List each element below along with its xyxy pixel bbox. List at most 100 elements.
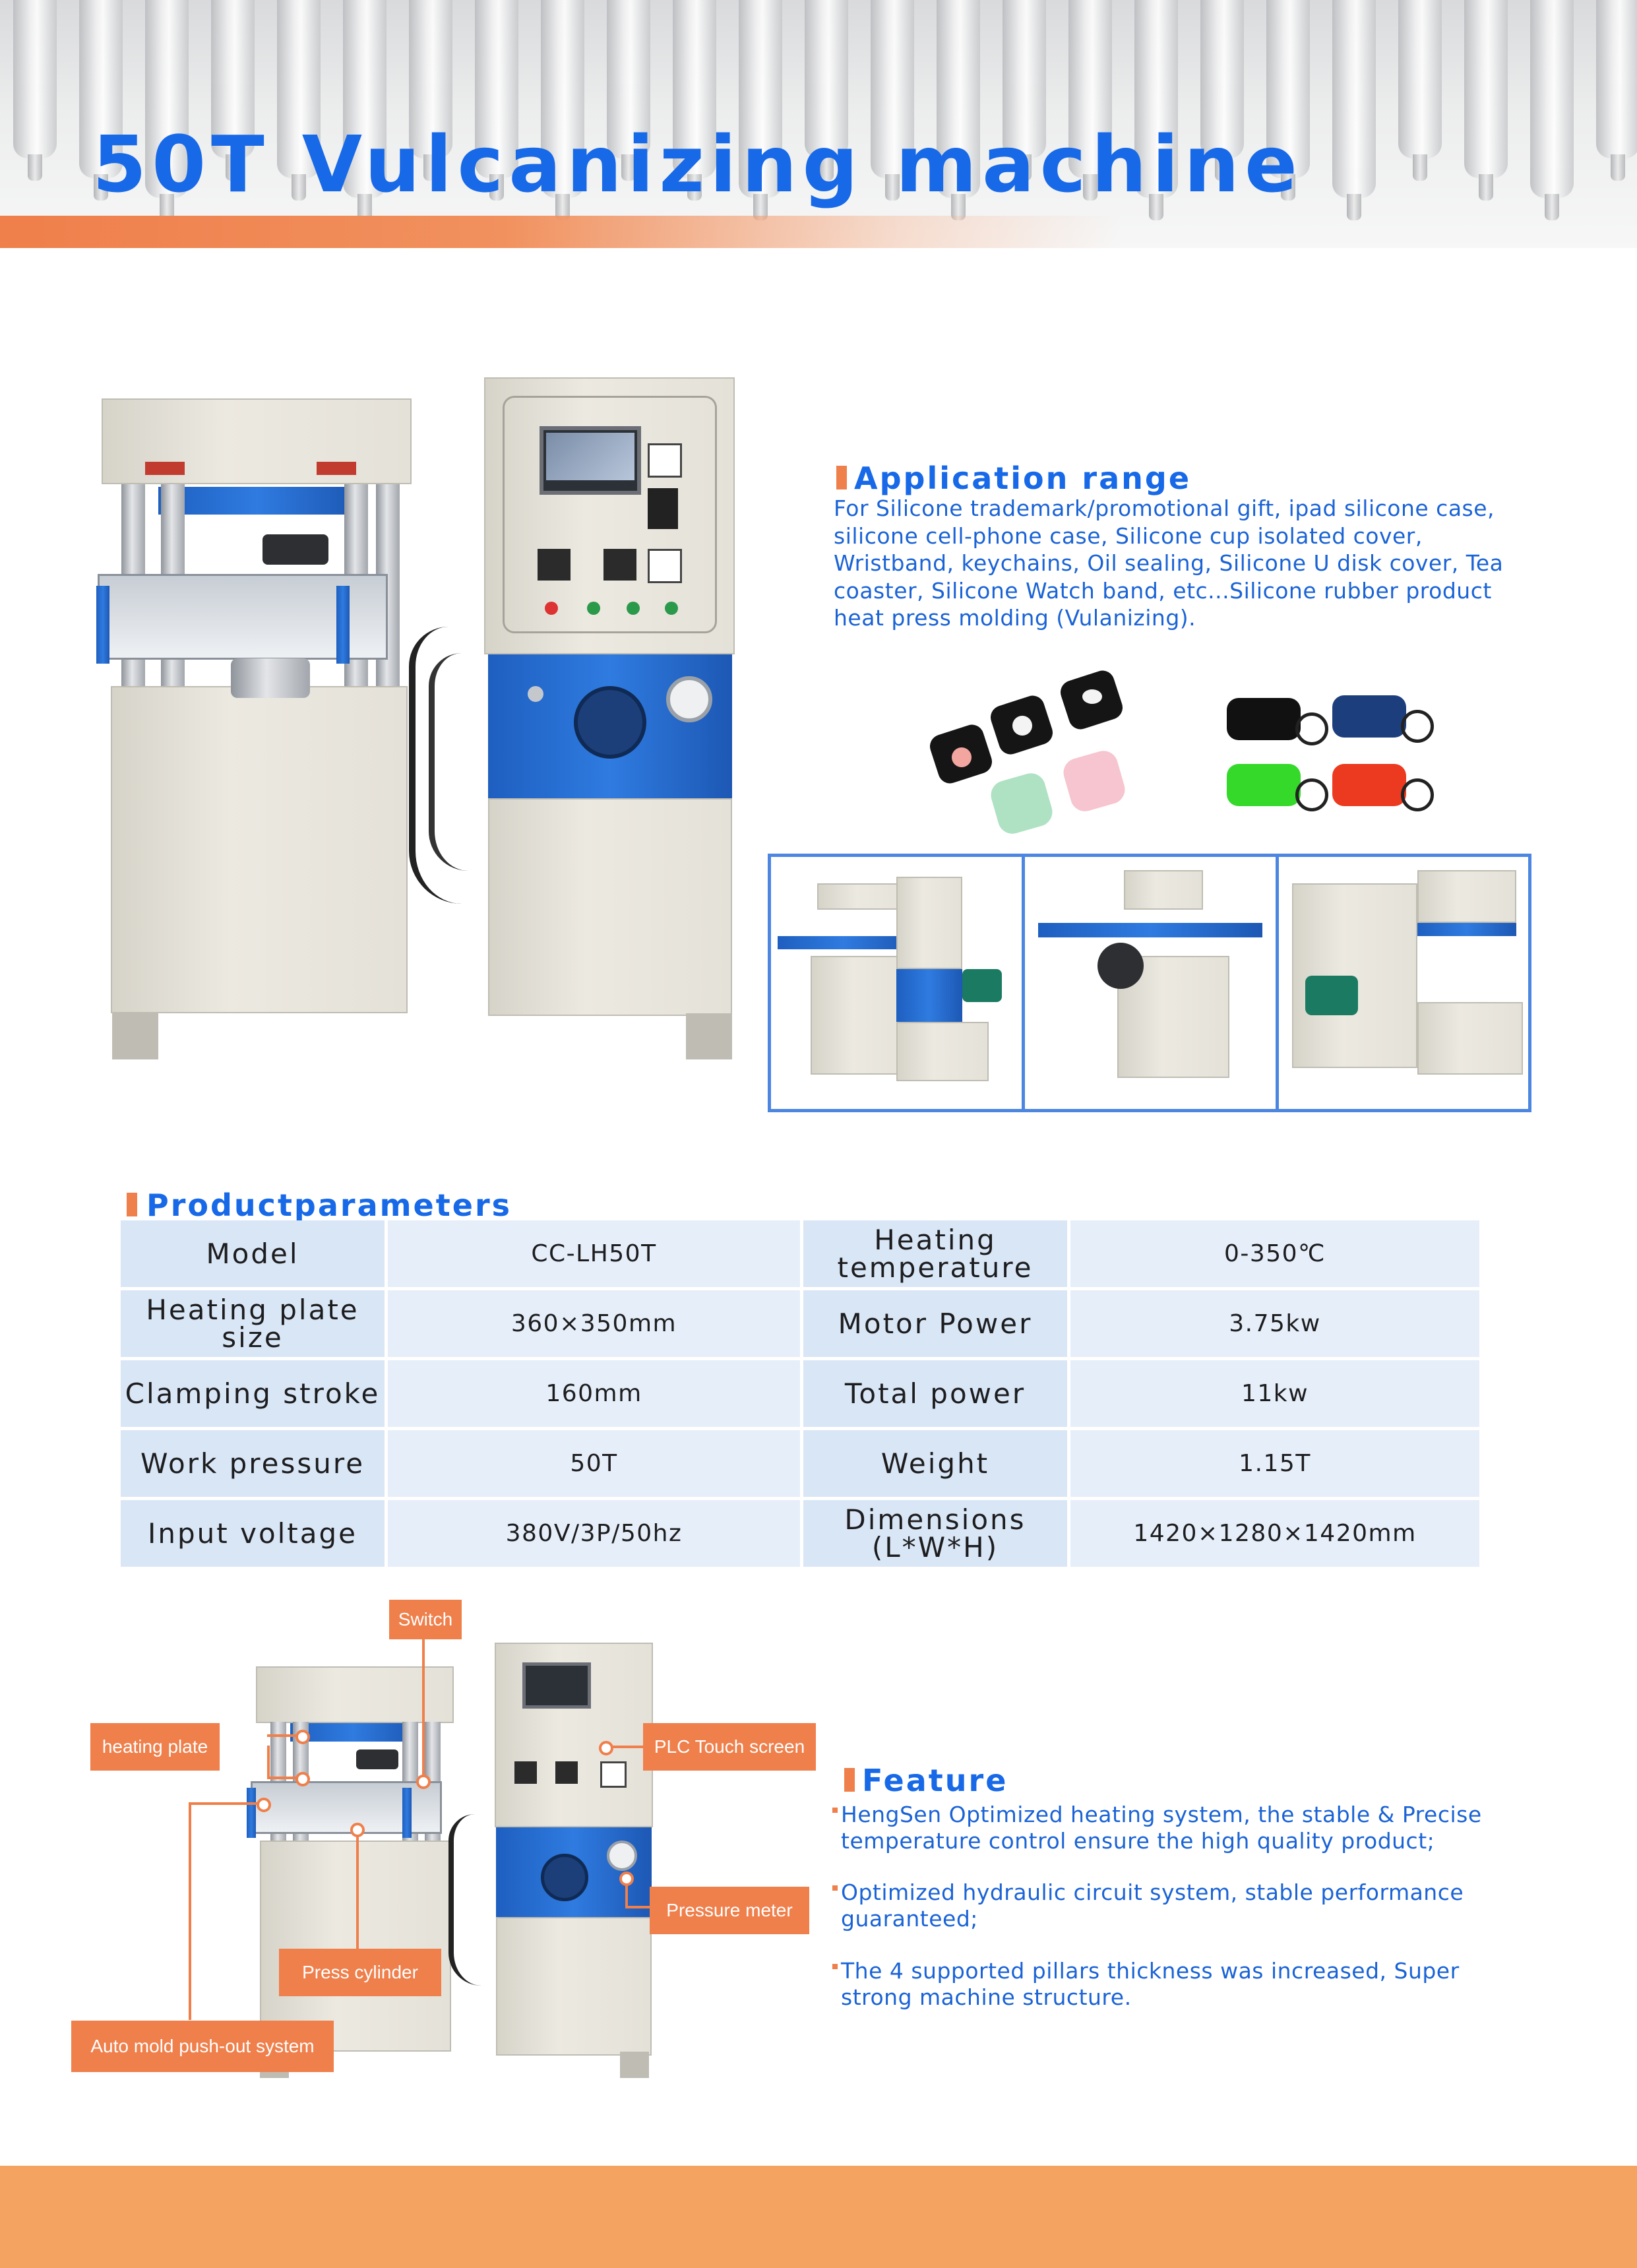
application-line: For Silicone trademark/promotional gift,… bbox=[834, 495, 1495, 521]
param-value: 3.75kw bbox=[1070, 1290, 1479, 1357]
header-nozzle bbox=[937, 0, 980, 220]
header-nozzle bbox=[475, 0, 518, 201]
header-nozzle bbox=[1530, 0, 1574, 220]
application-heading-marker bbox=[836, 466, 847, 489]
callout-plc-touch-screen: PLC Touch screen bbox=[643, 1723, 816, 1771]
param-label: Weight bbox=[803, 1430, 1067, 1497]
header-nozzle bbox=[145, 0, 189, 220]
header-nozzle bbox=[1266, 0, 1310, 201]
header-orange-bar bbox=[0, 216, 1121, 248]
param-label: Work pressure bbox=[121, 1430, 385, 1497]
feature-item-line: The 4 supported pillars thickness was in… bbox=[841, 1958, 1460, 1984]
application-text: For Silicone trademark/promotional gift,… bbox=[834, 495, 1546, 632]
callout-pressure-meter: Pressure meter bbox=[650, 1887, 809, 1934]
machine-photo-rear bbox=[1276, 854, 1531, 1112]
feature-heading-marker bbox=[844, 1768, 855, 1792]
callout-auto-mold: Auto mold push-out system bbox=[71, 2021, 334, 2072]
header-nozzle bbox=[409, 0, 452, 181]
main-machine-photo bbox=[96, 376, 739, 1062]
param-label: Input voltage bbox=[121, 1500, 385, 1567]
feature-bullet bbox=[832, 1808, 838, 1813]
header-nozzle bbox=[1398, 0, 1442, 181]
application-line: silicone cell-phone case, Silicone cup i… bbox=[834, 522, 1423, 549]
header-nozzle bbox=[1003, 0, 1046, 181]
header-nozzle bbox=[805, 0, 848, 181]
param-label: Heating temperature bbox=[803, 1220, 1067, 1287]
header-nozzle bbox=[1200, 0, 1244, 181]
callout-dot-switch bbox=[416, 1775, 431, 1789]
param-value: 1420×1280×1420mm bbox=[1070, 1500, 1479, 1567]
param-label: Heating plate size bbox=[121, 1290, 385, 1357]
callout-line-plc bbox=[603, 1746, 646, 1748]
feature-bullet bbox=[832, 1885, 838, 1891]
callout-line-automold bbox=[189, 1802, 191, 2020]
feature-item: Optimized hydraulic circuit system, stab… bbox=[841, 1879, 1514, 1932]
callout-line-automold bbox=[189, 1802, 261, 1805]
feature-heading: Feature bbox=[862, 1763, 1008, 1798]
callout-line-heating bbox=[267, 1734, 300, 1737]
header-nozzle bbox=[211, 0, 255, 181]
callout-switch: Switch bbox=[389, 1600, 462, 1639]
param-label: Total power bbox=[803, 1360, 1067, 1427]
callout-line-heating bbox=[267, 1746, 270, 1779]
param-value: 1.15T bbox=[1070, 1430, 1479, 1497]
header-banner: 50T Vulcanizing machine bbox=[0, 0, 1637, 248]
callout-dot-cylinder bbox=[350, 1823, 365, 1837]
machine-photo-front bbox=[768, 854, 1025, 1112]
header-nozzle bbox=[871, 0, 914, 201]
feature-item-line: HengSen Optimized heating system, the st… bbox=[841, 1802, 1482, 1827]
parameters-heading-marker bbox=[127, 1193, 137, 1216]
keychain-cases-photo bbox=[1214, 679, 1434, 825]
header-nozzle bbox=[673, 0, 716, 201]
footer-bar bbox=[0, 2166, 1637, 2268]
application-line: Wristband, keychains, Oil sealing, Silic… bbox=[834, 550, 1504, 576]
param-value: CC-LH50T bbox=[388, 1220, 800, 1287]
callout-line-heating bbox=[267, 1777, 300, 1779]
earbud-cases-photo bbox=[920, 667, 1174, 848]
param-label: Motor Power bbox=[803, 1290, 1067, 1357]
param-value: 160mm bbox=[388, 1360, 800, 1427]
callout-line-pressure bbox=[625, 1906, 652, 1908]
machine-photo-side bbox=[1022, 854, 1279, 1112]
param-value: 380V/3P/50hz bbox=[388, 1500, 800, 1567]
application-line: coaster, Silicone Watch band, etc...Sili… bbox=[834, 577, 1492, 604]
feature-item-line: temperature control ensure the high qual… bbox=[841, 1828, 1435, 1854]
header-nozzle bbox=[79, 0, 123, 201]
application-line: heat press molding (Vulanizing). bbox=[834, 605, 1196, 631]
callout-line-cylinder bbox=[356, 1827, 359, 1949]
param-label: Clamping stroke bbox=[121, 1360, 385, 1427]
param-value: 0-350℃ bbox=[1070, 1220, 1479, 1287]
header-nozzle bbox=[607, 0, 650, 181]
feature-item-line: strong machine structure. bbox=[841, 1984, 1132, 2010]
parameters-heading: Productparameters bbox=[146, 1187, 512, 1223]
param-value: 50T bbox=[388, 1430, 800, 1497]
header-nozzle bbox=[1332, 0, 1376, 220]
header-nozzle bbox=[13, 0, 57, 181]
feature-item-line: Optimized hydraulic circuit system, stab… bbox=[841, 1879, 1464, 1905]
header-nozzle bbox=[277, 0, 321, 201]
feature-bullet bbox=[832, 1964, 838, 1969]
feature-item: The 4 supported pillars thickness was in… bbox=[841, 1958, 1514, 2011]
header-nozzle bbox=[343, 0, 386, 220]
annotated-machine-photo bbox=[247, 1643, 660, 2078]
callout-dot-heating bbox=[295, 1730, 310, 1744]
param-label: Model bbox=[121, 1220, 385, 1287]
callout-dot-pressure bbox=[619, 1872, 634, 1886]
header-nozzle bbox=[1464, 0, 1508, 201]
param-value: 11kw bbox=[1070, 1360, 1479, 1427]
feature-item: HengSen Optimized heating system, the st… bbox=[841, 1802, 1514, 1854]
callout-press-cylinder: Press cylinder bbox=[279, 1949, 441, 1996]
header-nozzle bbox=[739, 0, 782, 220]
header-nozzle bbox=[1134, 0, 1178, 220]
param-label: Dimensions (L*W*H) bbox=[803, 1500, 1067, 1567]
header-nozzle bbox=[1596, 0, 1637, 181]
header-nozzle bbox=[541, 0, 584, 220]
callout-heating-plate: heating plate bbox=[90, 1723, 220, 1771]
callout-dot-automold bbox=[257, 1798, 271, 1812]
page-title: 50T Vulcanizing machine bbox=[92, 119, 1303, 210]
application-heading: Application range bbox=[854, 460, 1192, 496]
callout-dot-heating bbox=[295, 1772, 310, 1786]
header-nozzle bbox=[1068, 0, 1112, 201]
param-value: 360×350mm bbox=[388, 1290, 800, 1357]
